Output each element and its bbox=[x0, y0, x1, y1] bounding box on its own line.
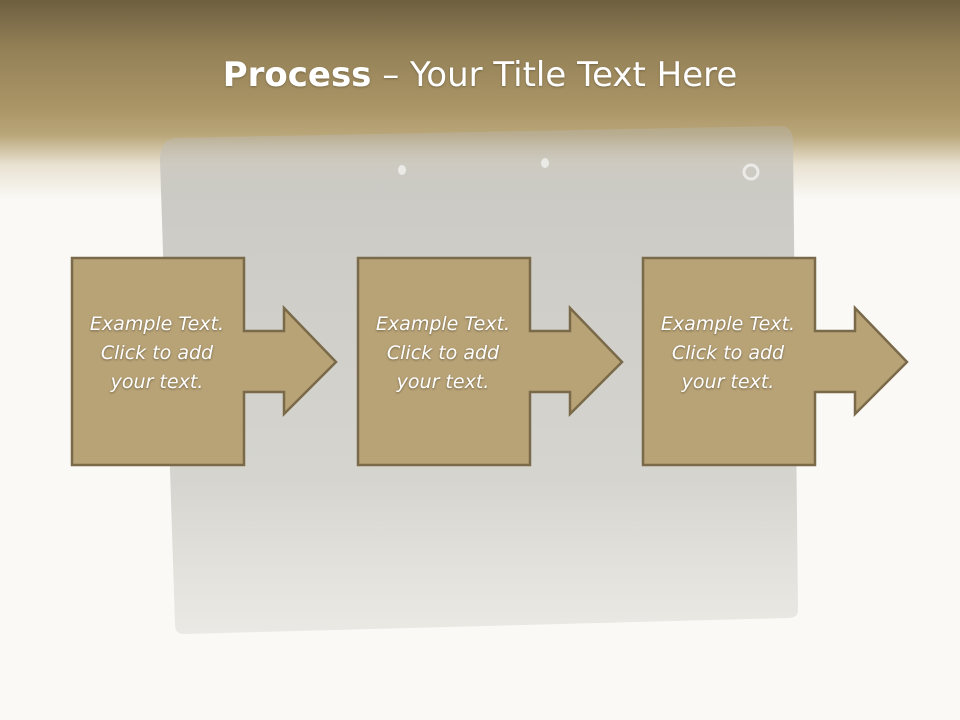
step-text-line: your text. bbox=[681, 371, 775, 393]
step-arrow-3[interactable] bbox=[641, 256, 911, 468]
step-arrow-2[interactable] bbox=[356, 256, 626, 468]
step-text-line: your text. bbox=[396, 371, 490, 393]
step-text-3[interactable]: Example Text. Click to add your text. bbox=[641, 310, 815, 397]
slide-title[interactable]: Process – Your Title Text Here bbox=[0, 52, 960, 98]
step-text-line: Click to add bbox=[386, 342, 500, 364]
step-reflection-1 bbox=[70, 468, 340, 568]
step-text-line: Example Text. bbox=[89, 313, 225, 335]
step-text-line: Example Text. bbox=[375, 313, 511, 335]
step-text-2[interactable]: Example Text. Click to add your text. bbox=[356, 310, 530, 397]
step-text-line: your text. bbox=[110, 371, 204, 393]
step-reflection-3 bbox=[641, 468, 911, 568]
title-rest: – Your Title Text Here bbox=[371, 55, 738, 95]
step-reflection-2 bbox=[356, 468, 626, 568]
step-text-1[interactable]: Example Text. Click to add your text. bbox=[70, 310, 244, 397]
step-arrow-1[interactable] bbox=[70, 256, 340, 468]
step-text-line: Click to add bbox=[671, 342, 785, 364]
title-bold: Process bbox=[222, 55, 372, 95]
step-text-line: Click to add bbox=[100, 342, 214, 364]
step-text-line: Example Text. bbox=[660, 313, 796, 335]
